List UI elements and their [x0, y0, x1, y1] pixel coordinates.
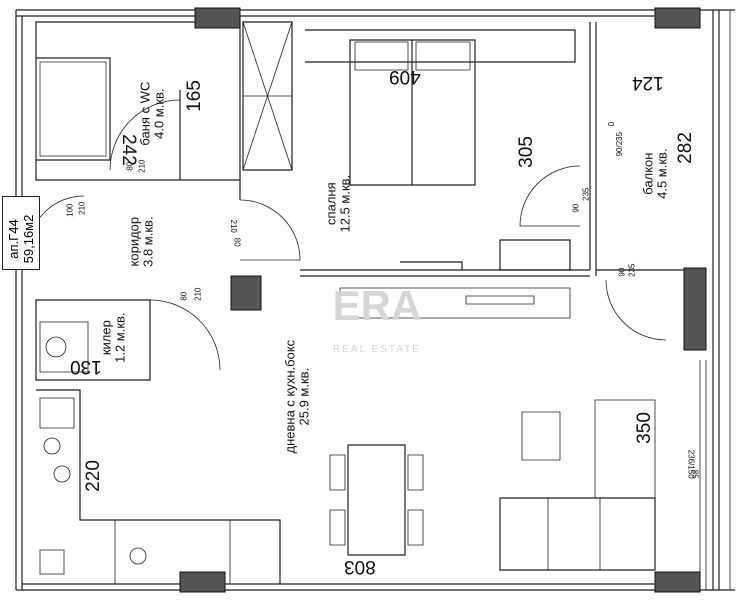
dim-282: 282 — [674, 132, 696, 164]
storage-door-swing — [149, 299, 221, 371]
storage-area: 1.2 м.кв. — [112, 312, 127, 363]
storage-walls — [35, 299, 151, 381]
mark-80-bed: 80 — [232, 237, 242, 247]
living-area: 25.9 м.кв. — [296, 367, 311, 426]
sofa-cushions — [547, 498, 601, 570]
mark-235-balcony: 235 — [581, 187, 591, 201]
sink — [39, 397, 75, 429]
desk — [499, 239, 571, 271]
balcony-partition — [589, 22, 597, 276]
dim-220: 220 — [82, 460, 104, 492]
mark-90-235: 90/235 — [615, 131, 625, 157]
watermark-sub: REAL ESTATE — [333, 344, 421, 355]
dining-chairs — [329, 454, 424, 546]
wall-west — [15, 10, 23, 590]
mark-210-bath: 210 — [137, 159, 147, 173]
balcony-lower-swing — [605, 279, 667, 341]
coffee-table — [521, 411, 561, 461]
kitchen-counter — [36, 389, 281, 584]
bed — [349, 39, 476, 186]
room-storage-label: килер 1.2 м.кв. — [98, 298, 127, 378]
apartment-label: ап.Г44 — [6, 219, 21, 259]
dim-130: 130 — [70, 355, 102, 377]
hob-1 — [43, 437, 61, 455]
sofa-chaise — [594, 399, 656, 499]
dim-350: 350 — [633, 412, 655, 444]
shower-inner — [39, 61, 107, 157]
kitchen-units — [114, 520, 231, 584]
room-living-label: дневна с кухн.бокс 25.9 м.кв. — [282, 322, 311, 472]
dim-409: 409 — [389, 65, 421, 87]
mark-210-entry: 210 — [77, 201, 87, 215]
shower-tray — [36, 57, 111, 161]
dim-305: 305 — [515, 136, 537, 168]
tv-living — [465, 295, 535, 305]
column-north-2 — [654, 7, 701, 29]
bath-name: баня с WC — [137, 81, 153, 146]
room-bedroom-label: спалня 12.5 м.кв. — [323, 154, 352, 254]
column-north-1 — [194, 7, 241, 29]
column-east — [683, 267, 707, 351]
oven-knob — [129, 547, 147, 565]
mark-210-storage: 210 — [193, 287, 203, 301]
room-corridor-label: коридор 3.8 м.кв. — [126, 197, 155, 287]
fridge — [39, 549, 65, 575]
column-center — [230, 275, 262, 311]
living-name: дневна с кухн.бокс — [282, 339, 298, 454]
bath-door-swing — [109, 99, 181, 171]
tv-unit — [339, 287, 571, 319]
hob-2 — [53, 465, 71, 483]
bedroom-name: спалня — [323, 182, 339, 225]
pillows — [354, 41, 471, 71]
balcony-area: 4.5 м.кв. — [654, 148, 669, 199]
bedroom-door-swing — [239, 199, 301, 261]
column-south-1 — [179, 571, 226, 593]
mark-0: 0 — [607, 121, 617, 127]
mark-90-lower: 90 — [617, 267, 627, 277]
balcony-door-swing — [519, 165, 581, 227]
balcony-name: балкон — [640, 152, 656, 195]
bath-area: 4.0 м.кв. — [151, 88, 166, 139]
apartment-tag-text: ап.Г44 59,16м2 — [6, 202, 36, 276]
bedroom-headboard — [305, 29, 576, 63]
apartment-tag: ап.Г44 59,16м2 — [2, 196, 40, 270]
corridor-area: 3.8 м.кв. — [140, 216, 155, 267]
mark-235-lower: 235 — [627, 263, 637, 277]
mark-100: 100 — [65, 203, 75, 217]
column-south-2 — [654, 571, 701, 593]
dim-803: 803 — [344, 555, 376, 577]
boiler-circle — [45, 336, 67, 358]
corridor-name: коридор — [126, 216, 142, 267]
dim-165: 165 — [183, 80, 205, 112]
watermark-brand: ERA — [332, 282, 422, 329]
tv-bedroom — [400, 261, 463, 270]
bedroom-area: 12.5 м.кв. — [337, 174, 352, 233]
room-balcony-label: балкон 4.5 м.кв. — [640, 134, 669, 214]
room-bath-label: баня с WC 4.0 м.кв. — [137, 64, 166, 164]
mark-90-balcony: 90 — [571, 203, 581, 213]
sofa — [499, 497, 656, 571]
mark-80-storage: 80 — [179, 291, 189, 301]
boiler — [39, 321, 89, 373]
window-east — [699, 360, 707, 590]
apartment-area: 59,16м2 — [21, 214, 36, 264]
dining-table — [347, 444, 406, 556]
dim-124: 124 — [632, 71, 664, 93]
mark-85: 85 — [690, 469, 700, 479]
mark-80-bath: 80 — [125, 161, 135, 171]
wall-east — [712, 10, 720, 590]
mark-210-bed: 210 — [228, 219, 238, 233]
